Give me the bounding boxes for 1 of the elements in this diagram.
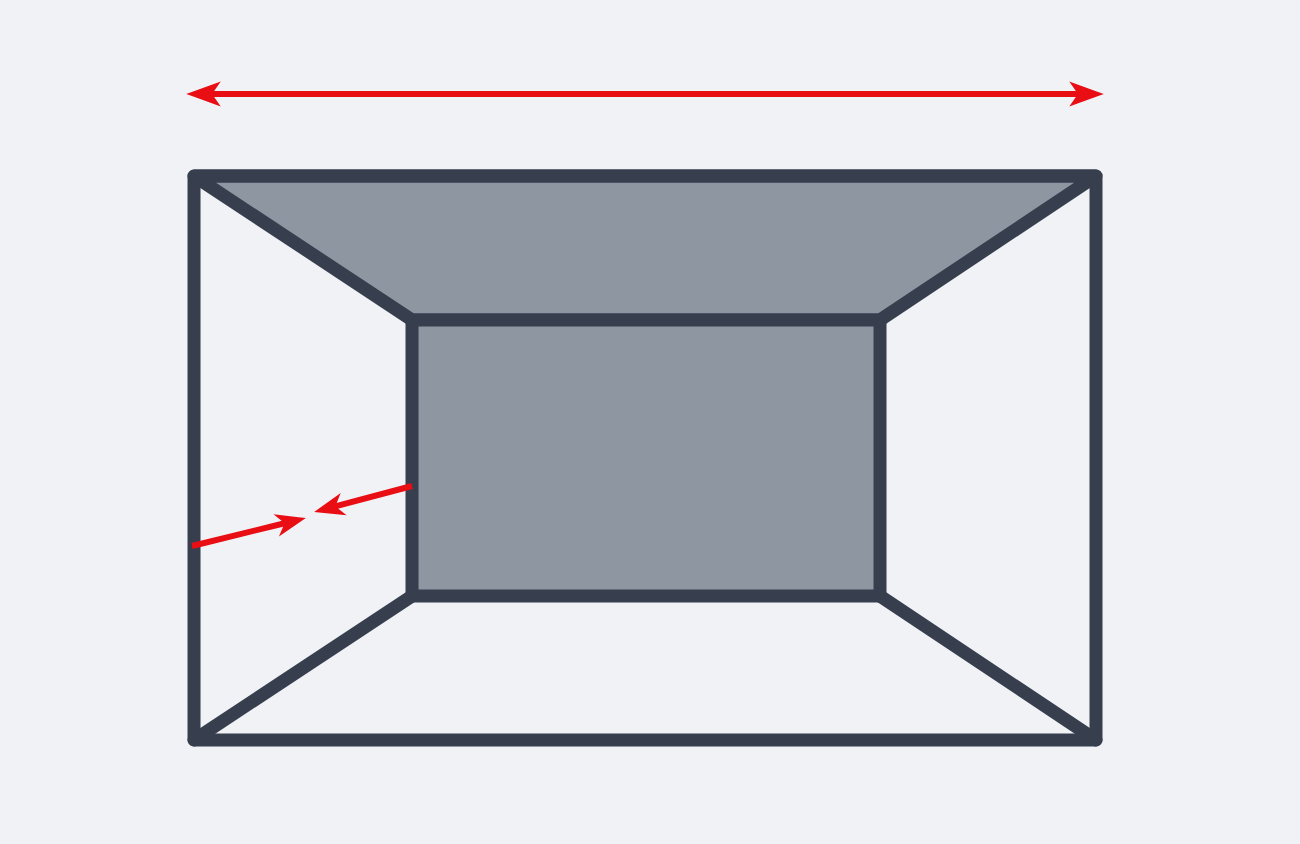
- back-wall: [405, 313, 887, 603]
